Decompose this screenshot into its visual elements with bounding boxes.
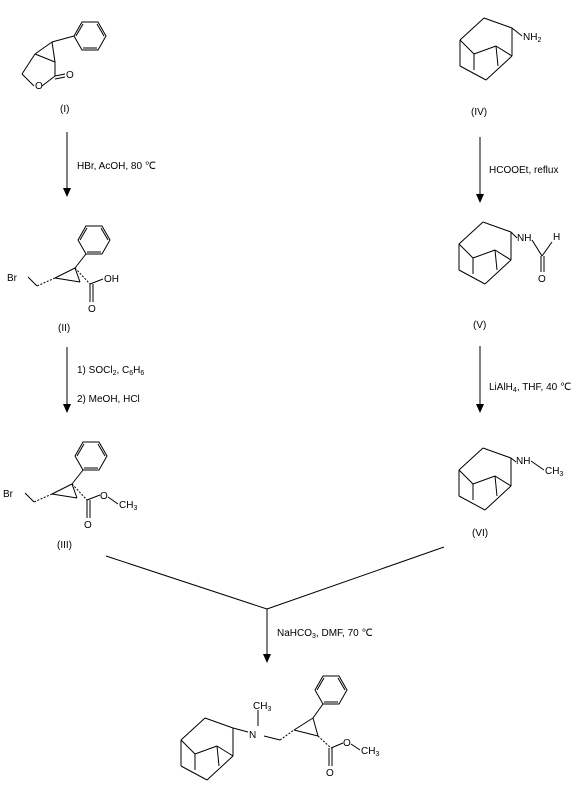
compound-ii-label: (II) (58, 323, 71, 334)
compound-vi-label: (VI) (472, 528, 489, 539)
compound-iv-label: (IV) (471, 107, 488, 118)
product-n-methyl: CH3 (253, 701, 271, 713)
product-ester-methyl: CH3 (361, 746, 379, 758)
compound-ii-bromine: Br (7, 273, 18, 284)
product-amine-nitrogen: N (249, 730, 256, 741)
compound-iii-methyl: CH3 (119, 500, 137, 512)
compound-iii-label: (III) (57, 540, 72, 551)
convergent-arrow (105, 546, 445, 663)
condition-step1: HBr, AcOH, 80 ℃ (77, 161, 157, 172)
arrow-v-to-vi (476, 346, 484, 413)
compound-v-carbonyl-oxygen: O (538, 274, 546, 285)
compound-ii-hydroxyl: OH (104, 274, 119, 285)
condition-step5: NaHCO3, DMF, 70 ℃ (277, 628, 373, 640)
compound-iv-structure (459, 17, 523, 81)
product-ester-oxygen: O (343, 738, 351, 749)
condition-step2b: 2) MeOH, HCl (77, 394, 140, 405)
arrow-i-to-ii (63, 132, 71, 197)
arrow-ii-to-iii (63, 347, 71, 413)
compound-i-carbonyl-oxygen: O (66, 70, 74, 81)
compound-v-amide-nitrogen: NH (517, 233, 531, 244)
product-carbonyl-oxygen: O (326, 768, 334, 779)
compound-ii-structure (27, 225, 111, 302)
arrow-iv-to-v (476, 137, 484, 203)
compound-iii-ester-oxygen: O (100, 491, 108, 502)
compound-v-structure (458, 221, 553, 285)
compound-i-ring-oxygen: O (35, 81, 43, 92)
compound-iii-structure (24, 441, 119, 518)
compound-iv-amine: NH2 (523, 32, 541, 44)
compound-i-structure (21, 21, 107, 87)
compound-vi-structure (458, 447, 545, 511)
compound-iii-carbonyl-oxygen: O (84, 520, 92, 531)
compound-vi-amine-nitrogen: NH (516, 456, 530, 467)
condition-step3: HCOOEt, reflux (489, 165, 559, 176)
condition-step2a: 1) SOCl2, C6H6 (77, 365, 145, 377)
condition-step4: LiAlH4, THF, 40 ℃ (489, 382, 572, 394)
compound-vi-methyl: CH3 (545, 466, 563, 478)
compound-iii-bromine: Br (3, 489, 14, 500)
compound-v-label: (V) (473, 320, 487, 331)
compound-i-label: (I) (60, 104, 70, 115)
product-structure (180, 675, 361, 781)
compound-ii-carbonyl-oxygen: O (88, 304, 96, 315)
compound-v-formyl-hydrogen: H (553, 232, 560, 243)
